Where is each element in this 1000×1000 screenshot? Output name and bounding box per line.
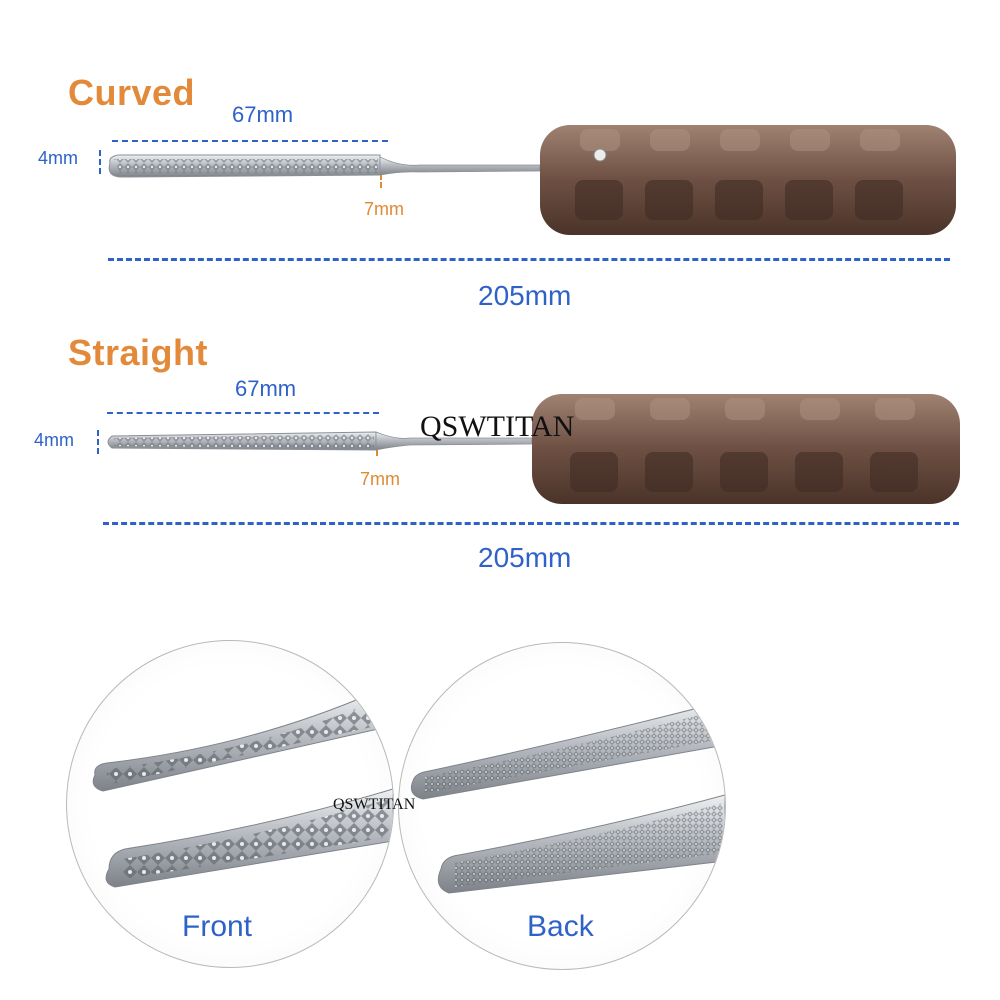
curved-total-length-label: 205mm — [478, 280, 572, 311]
front-detail-circle — [66, 640, 394, 968]
curved-rasp-instrument — [108, 125, 956, 235]
curved-title: Curved — [68, 72, 196, 113]
curved-neck-width-label: 7mm — [364, 199, 404, 219]
curved-tip-length-line — [112, 140, 388, 142]
curved-neck-width-line — [380, 166, 382, 188]
curved-tip-length-label: 67mm — [232, 102, 294, 127]
back-rasp-closeup — [410, 700, 725, 894]
straight-total-length-line — [103, 522, 959, 525]
straight-total-length-label: 205mm — [478, 542, 572, 573]
straight-tip-width-line — [97, 430, 99, 454]
straight-neck-width-label: 7mm — [360, 469, 400, 489]
straight-rasp-instrument — [107, 394, 960, 504]
front-label: Front — [182, 910, 253, 943]
curved-total-length-line — [108, 258, 950, 261]
straight-title: Straight — [68, 332, 209, 373]
straight-tip-length-label: 67mm — [235, 376, 297, 401]
front-rasp-closeup — [92, 692, 393, 888]
straight-tip-width-label: 4mm — [34, 430, 74, 450]
straight-tip-length-line — [107, 412, 379, 414]
watermark-small: QSWTITAN — [333, 796, 416, 813]
back-detail-circle — [398, 642, 726, 970]
watermark-main: QSWTITAN — [420, 410, 575, 443]
curved-tip-width-line — [99, 150, 101, 174]
back-label: Back — [527, 910, 594, 943]
curved-tip-width-label: 4mm — [38, 148, 78, 168]
